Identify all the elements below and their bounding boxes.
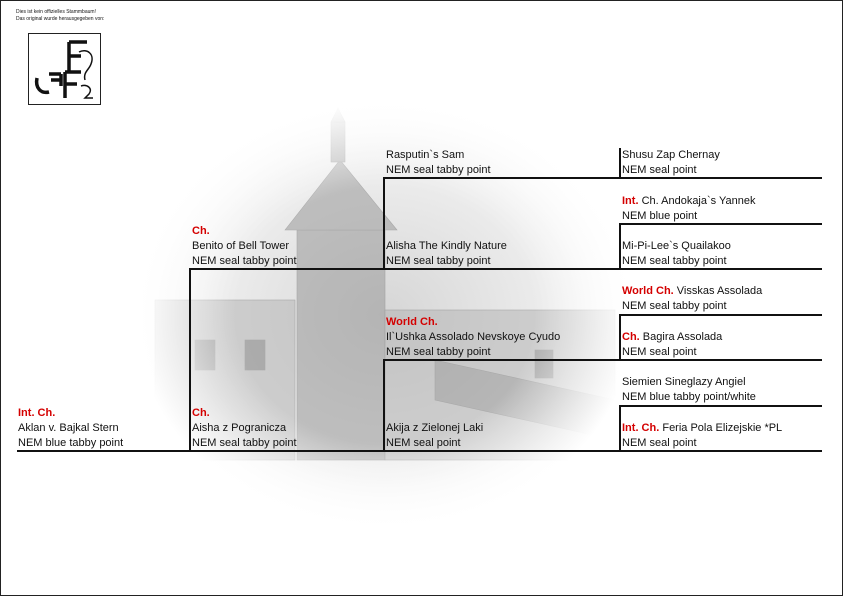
dam-sire-title: World Ch. — [386, 315, 560, 330]
dam-sire-name: Il`Ushka Assolado Nevskoye Cyudo — [386, 330, 560, 345]
gen3-name: Feria Pola Elizejskie *PL — [662, 422, 782, 434]
gen3-bracket-4 — [619, 405, 621, 452]
gen3-entry-6: Ch. Bagira Assolada NEM seal point — [622, 330, 722, 360]
dam-dam-entry: Akija z Zielonej Laki NEM seal point — [386, 421, 483, 451]
sire-sire-name: Rasputin`s Sam — [386, 148, 491, 163]
gen3-name: Bagira Assolada — [643, 331, 723, 343]
gen3-title: Ch. — [622, 331, 640, 343]
sire-sire-breed: NEM seal tabby point — [386, 163, 491, 178]
gen3-entry-2: Int. Ch. Andokaja`s Yannek NEM blue poin… — [622, 194, 756, 224]
fife-logo — [28, 33, 101, 105]
sire-dam-breed: NEM seal tabby point — [386, 254, 507, 269]
sire-bracket — [383, 177, 385, 270]
gen1-bracket — [189, 268, 191, 452]
gen3-breed: NEM seal point — [622, 436, 782, 451]
gen3-entry-7: Siemien Sineglazy Angiel NEM blue tabby … — [622, 375, 756, 405]
gen3-breed: NEM seal point — [622, 163, 720, 178]
gen3-name: Ch. Andokaja`s Yannek — [642, 195, 756, 207]
dam-breed: NEM seal tabby point — [192, 436, 297, 451]
subject-breed: NEM blue tabby point — [18, 436, 123, 451]
sire-breed: NEM seal tabby point — [192, 254, 297, 269]
dam-entry: Ch. Aisha z Pogranicza NEM seal tabby po… — [192, 406, 297, 451]
sire-title: Ch. — [192, 224, 297, 239]
sire-dam-name: Alisha The Kindly Nature — [386, 239, 507, 254]
sire-sire-entry: Rasputin`s Sam NEM seal tabby point — [386, 148, 491, 178]
subject-name: Aklan v. Bajkal Stern — [18, 421, 123, 436]
gen3-name: Visskas Assolada — [677, 285, 762, 297]
gen3-bracket-2 — [619, 223, 621, 270]
gen3-breed: NEM seal tabby point — [622, 254, 731, 269]
dam-sire-breed: NEM seal tabby point — [386, 345, 560, 360]
gen3-bracket-3 — [619, 314, 621, 361]
dam-sire-entry: World Ch. Il`Ushka Assolado Nevskoye Cyu… — [386, 315, 560, 360]
sire-name: Benito of Bell Tower — [192, 239, 297, 254]
fife-logo-icon — [29, 34, 100, 104]
gen3-breed: NEM seal point — [622, 345, 722, 360]
gen3-breed: NEM seal tabby point — [622, 299, 762, 314]
gen3-name: Siemien Sineglazy Angiel — [622, 375, 756, 390]
unofficial-notice: Dies ist kein offizielles Stammbaum! — [16, 9, 96, 15]
dam-dam-name: Akija z Zielonej Laki — [386, 421, 483, 436]
gen3-name: Shusu Zap Chernay — [622, 148, 720, 163]
gen3-title: World Ch. — [622, 285, 674, 297]
gen3-entry-8: Int. Ch. Feria Pola Elizejskie *PL NEM s… — [622, 421, 782, 451]
gen3-entry-3: Mi-Pi-Lee`s Quailakoo NEM seal tabby poi… — [622, 239, 731, 269]
gen3-name: Mi-Pi-Lee`s Quailakoo — [622, 239, 731, 254]
subject-title: Int. Ch. — [18, 406, 123, 421]
dam-name: Aisha z Pogranicza — [192, 421, 297, 436]
sire-entry: Ch. Benito of Bell Tower NEM seal tabby … — [192, 224, 297, 269]
gen3-breed: NEM blue point — [622, 209, 756, 224]
gen3-title: Int. — [622, 195, 639, 207]
gen3-entry-5: World Ch. Visskas Assolada NEM seal tabb… — [622, 284, 762, 314]
gen3-line-7 — [619, 405, 822, 407]
sire-dam-entry: Alisha The Kindly Nature NEM seal tabby … — [386, 239, 507, 269]
subject-entry: Int. Ch. Aklan v. Bajkal Stern NEM blue … — [18, 406, 123, 451]
gen3-entry-1: Shusu Zap Chernay NEM seal point — [622, 148, 720, 178]
gen3-title: Int. Ch. — [622, 422, 659, 434]
gen3-breed: NEM blue tabby point/white — [622, 390, 756, 405]
dam-title: Ch. — [192, 406, 297, 421]
dam-bracket — [383, 359, 385, 452]
gen3-bracket-1 — [619, 148, 621, 179]
dam-dam-breed: NEM seal point — [386, 436, 483, 451]
issuer-notice: Das original wurde herausgegeben von: — [16, 16, 104, 22]
gen3-line-5 — [619, 314, 822, 316]
